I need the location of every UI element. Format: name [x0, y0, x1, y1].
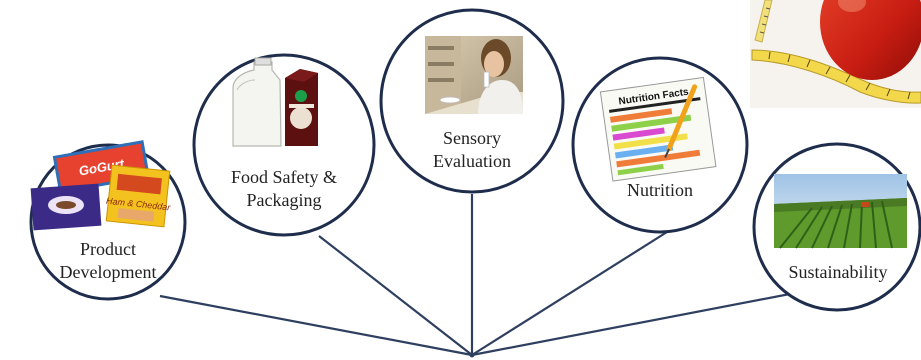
milk-jug-and-carton-photo	[232, 57, 318, 147]
connector-lines	[159, 194, 796, 357]
nutrition-label-photo: Nutrition Facts	[599, 76, 717, 182]
sensory-lab-photo	[425, 36, 523, 114]
connector-food-safety-packaging	[318, 235, 473, 356]
apple-tape-photo	[750, 0, 921, 108]
label-sensory-evaluation: Sensory Evaluation	[433, 128, 511, 171]
label-sustainability: Sustainability	[788, 262, 888, 282]
connector-sustainability	[471, 291, 796, 357]
label-product-development: Product Development	[59, 239, 157, 282]
product-boxes-photo: GoGurt Ham & Cheddar	[30, 140, 172, 231]
label-food-safety-packaging: Food Safety & Packaging	[231, 167, 337, 210]
connector-nutrition	[471, 231, 668, 356]
hub-point	[469, 352, 475, 358]
connector-product-development	[159, 294, 473, 357]
farm-field-photo	[774, 174, 907, 249]
label-nutrition: Nutrition	[627, 180, 693, 200]
